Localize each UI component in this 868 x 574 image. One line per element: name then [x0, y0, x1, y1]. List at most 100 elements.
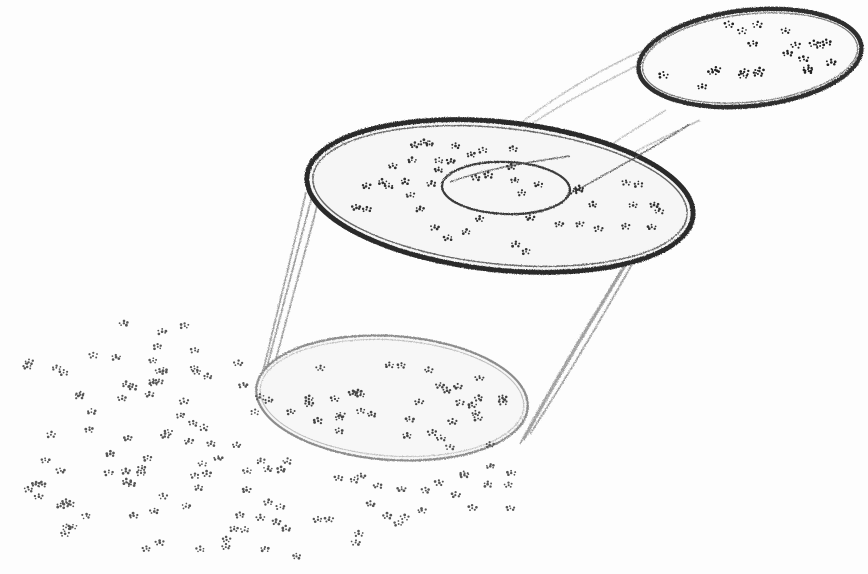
stipple-dot	[378, 180, 380, 182]
stipple-dot	[122, 472, 125, 475]
stipple-dot	[421, 402, 423, 404]
stipple-dot	[414, 400, 416, 402]
stipple-dot	[457, 147, 460, 150]
stipple-dot	[257, 459, 259, 461]
stipple-dot	[378, 182, 381, 185]
stipple-dot	[292, 412, 294, 414]
stipple-dot	[143, 456, 146, 459]
stipple-dot	[781, 29, 783, 31]
stipple-dot	[341, 419, 343, 421]
stipple-dot	[188, 421, 190, 423]
stipple-dot	[797, 47, 799, 49]
stipple-dot	[354, 532, 356, 534]
stipple-dot	[440, 382, 442, 384]
stipple-dot	[166, 494, 168, 496]
stipple-dot	[93, 412, 96, 415]
stipple-dot	[264, 470, 266, 472]
stipple-dot	[149, 547, 151, 549]
stipple-dot	[506, 506, 509, 509]
stipple-dot	[523, 194, 525, 196]
stipple-dot	[784, 55, 786, 57]
stipple-dot	[474, 397, 476, 399]
stipple-dot	[632, 204, 635, 207]
stipple-dot	[806, 59, 809, 62]
stipple-dot	[196, 371, 198, 373]
stipple-dot	[656, 205, 659, 208]
stipple-dot	[715, 66, 717, 68]
stipple-dot	[38, 495, 41, 498]
stipple-dot	[431, 145, 433, 147]
stipple-dot	[421, 488, 423, 490]
stipple-dot	[177, 416, 179, 418]
stipple-dot	[255, 516, 257, 518]
stipple-dot	[478, 176, 480, 178]
stipple-dot	[489, 463, 491, 465]
stipple-dot	[155, 359, 157, 361]
stipple-dot	[194, 475, 196, 477]
stipple-dot	[402, 434, 404, 436]
stipple-dot	[648, 227, 651, 230]
stipple-dot	[86, 515, 88, 517]
stipple-dot	[138, 469, 140, 471]
stipple-dot	[366, 502, 369, 505]
stipple-dot	[386, 515, 388, 517]
stipple-dot	[320, 419, 322, 421]
stipple-dot	[482, 147, 484, 149]
stipple-dot	[72, 502, 74, 504]
stipple-dot	[30, 362, 33, 365]
stipple-dot	[468, 403, 471, 406]
stipple-dot	[125, 470, 127, 472]
stipple-dot	[451, 418, 453, 420]
stipple-dot	[380, 484, 383, 487]
stipple-dot	[418, 143, 420, 145]
stipple-dot	[44, 457, 46, 459]
stipple-dot	[782, 52, 785, 55]
stipple-dot	[479, 377, 481, 379]
stipple-dot	[331, 520, 333, 522]
stipple-dot	[385, 365, 388, 368]
stipple-dot	[104, 471, 107, 474]
stipple-dot	[447, 162, 450, 165]
stipple-dot	[392, 163, 394, 165]
stipple-dot	[743, 75, 745, 77]
stipple-dot	[161, 380, 163, 382]
stipple-dot	[472, 412, 474, 414]
stipple-dot	[576, 225, 578, 227]
stipple-dot	[711, 68, 713, 70]
stipple-dot	[88, 429, 90, 431]
stipple-dot	[66, 371, 68, 373]
stipple-dot	[349, 393, 351, 395]
stipple-dot	[164, 497, 166, 499]
stipple-dot	[506, 165, 509, 168]
stipple-dot	[75, 393, 77, 395]
stipple-dot	[731, 23, 734, 26]
stipple-dot	[762, 69, 765, 72]
stipple-dot	[403, 178, 406, 181]
stipple-dot	[434, 434, 436, 436]
stipple-dot	[414, 141, 417, 144]
stipple-dot	[336, 400, 338, 402]
stipple-dot	[52, 368, 54, 370]
stipple-dot	[145, 545, 147, 547]
stipple-dot	[295, 553, 297, 555]
stipple-dot	[555, 222, 558, 225]
stipple-dot	[418, 399, 420, 401]
stipple-dot	[152, 357, 154, 359]
stipple-dot	[272, 520, 274, 522]
stipple-dot	[198, 462, 200, 464]
stipple-dot	[411, 146, 413, 148]
stipple-dot	[622, 183, 624, 185]
stipple-dot	[420, 143, 422, 145]
stipple-dot	[512, 149, 514, 151]
stipple-dot	[357, 389, 360, 392]
stipple-dot	[744, 32, 746, 34]
stipple-dot	[334, 398, 336, 400]
stipple-dot	[124, 399, 126, 401]
stipple-dot	[415, 159, 417, 161]
stipple-dot	[127, 435, 130, 438]
stipple-dot	[410, 143, 413, 146]
stipple-dot	[275, 518, 278, 521]
stipple-dot	[641, 182, 643, 184]
stipple-dot	[471, 507, 473, 509]
stipple-dot	[666, 77, 668, 79]
